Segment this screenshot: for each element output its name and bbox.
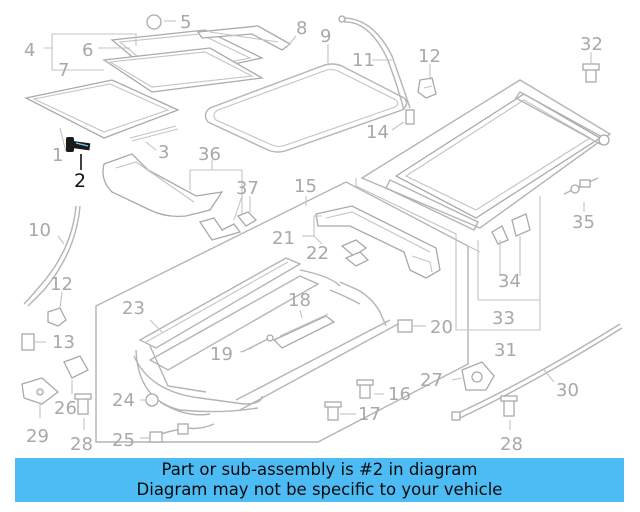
callout-33: 33 <box>492 308 515 329</box>
drive-motor <box>461 361 495 391</box>
callout-11: 11 <box>352 50 375 71</box>
callout-18: 18 <box>288 290 311 311</box>
front-frame-rail <box>315 205 441 279</box>
callout-30: 30 <box>556 380 579 401</box>
bolts-16-17 <box>324 379 374 421</box>
guide-pin-35 <box>563 177 599 195</box>
callout-5: 5 <box>180 12 191 33</box>
callout-labels: 1 2 3 4 5 6 7 8 9 10 11 12 12 13 14 15 1… <box>24 12 603 455</box>
caption-line-2: Diagram may not be specific to your vehi… <box>136 480 503 499</box>
callout-35: 35 <box>572 212 595 233</box>
sunshade-assembly <box>360 79 612 231</box>
trim-panel <box>102 153 258 241</box>
callout-36: 36 <box>198 144 221 165</box>
callout-8: 8 <box>296 18 307 39</box>
callout-21: 21 <box>272 228 295 249</box>
highlighted-part-bolt <box>66 137 91 170</box>
callout-9: 9 <box>320 26 331 47</box>
callout-10: 10 <box>28 220 51 241</box>
glass-panel-assembly <box>24 29 264 142</box>
left-side-parts <box>21 205 89 405</box>
callout-17: 17 <box>358 404 381 425</box>
callout-16: 16 <box>388 384 411 405</box>
callout-15: 15 <box>294 176 317 197</box>
callout-1: 1 <box>52 145 63 166</box>
clip-top <box>417 77 437 99</box>
callout-37: 37 <box>236 178 259 199</box>
callout-28-left: 28 <box>70 434 93 455</box>
callout-20: 20 <box>430 317 453 338</box>
callout-2-highlighted: 2 <box>74 170 86 192</box>
caption-line-1: Part or sub-assembly is #2 in diagram <box>161 460 478 479</box>
callout-22: 22 <box>306 243 329 264</box>
leader-lines <box>34 14 592 439</box>
bracket-22 <box>340 239 370 267</box>
callout-25: 25 <box>112 430 135 451</box>
callout-24: 24 <box>112 390 135 411</box>
callout-19: 19 <box>210 344 233 365</box>
callout-23: 23 <box>122 298 145 319</box>
callout-32: 32 <box>580 34 603 55</box>
callout-14: 14 <box>366 122 389 143</box>
deflector-strip <box>196 25 292 51</box>
callout-3: 3 <box>158 142 169 163</box>
callout-27: 27 <box>420 370 443 391</box>
callout-28-right: 28 <box>500 434 523 455</box>
callout-26: 26 <box>54 398 77 419</box>
callout-29: 29 <box>26 426 49 447</box>
shade-brackets <box>491 213 531 245</box>
sunroof-frame <box>133 257 399 413</box>
callout-6: 6 <box>82 40 93 61</box>
wire-harness <box>145 393 215 443</box>
bolt-32 <box>582 56 600 83</box>
callout-13: 13 <box>52 332 75 353</box>
callout-4: 4 <box>24 40 35 61</box>
callout-7: 7 <box>58 60 69 81</box>
callout-31: 31 <box>494 340 517 361</box>
slider-mechanism <box>272 313 336 349</box>
callout-34: 34 <box>498 271 521 292</box>
callout-12-top: 12 <box>418 46 441 67</box>
bolts-28 <box>74 393 518 417</box>
callout-12-left: 12 <box>50 274 73 295</box>
caption-banner: Part or sub-assembly is #2 in diagram Di… <box>15 458 624 502</box>
drain-hose-rear <box>451 323 623 421</box>
glass-seal <box>204 63 408 153</box>
drain-hose-front <box>338 15 415 125</box>
